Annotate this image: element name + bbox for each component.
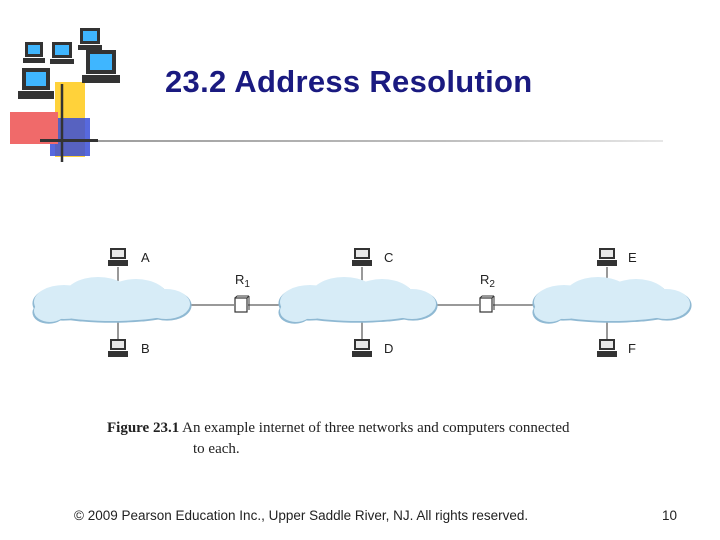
network-cloud bbox=[532, 277, 691, 324]
computer-icon bbox=[352, 248, 372, 266]
page-number: 10 bbox=[662, 508, 677, 523]
computer-label-a: A bbox=[141, 250, 150, 265]
router-label-letter: R bbox=[235, 272, 244, 287]
computer-icon bbox=[597, 339, 617, 357]
figure-caption: Figure 23.1 An example internet of three… bbox=[107, 418, 637, 460]
router-label-r1: R1 bbox=[235, 272, 250, 290]
computer-label-d: D bbox=[384, 341, 393, 356]
computer-icon bbox=[23, 42, 45, 63]
title-divider bbox=[98, 140, 663, 142]
computer-label-f: F bbox=[628, 341, 636, 356]
title-divider-accent bbox=[40, 139, 98, 142]
router-label-subscript: 2 bbox=[489, 279, 495, 290]
computer-icon bbox=[50, 42, 74, 64]
computer-label-e: E bbox=[628, 250, 637, 265]
caption-label: Figure 23.1 bbox=[107, 420, 179, 436]
computer-icon bbox=[352, 339, 372, 357]
caption-text-line1: An example internet of three networks an… bbox=[182, 420, 569, 436]
computer-icon bbox=[78, 28, 102, 50]
router-label-subscript: 1 bbox=[244, 279, 250, 290]
computer-icon bbox=[82, 50, 120, 83]
network-diagram: A B C D E F R1 R2 bbox=[30, 235, 695, 370]
router-icon bbox=[480, 296, 494, 312]
slide-title: 23.2 Address Resolution bbox=[165, 64, 533, 100]
router-label-letter: R bbox=[480, 272, 489, 287]
computer-icon bbox=[108, 339, 128, 357]
computer-label-b: B bbox=[141, 341, 150, 356]
copyright-footer: © 2009 Pearson Education Inc., Upper Sad… bbox=[74, 508, 528, 523]
computer-icon bbox=[597, 248, 617, 266]
computer-icon bbox=[18, 68, 54, 99]
router-label-r2: R2 bbox=[480, 272, 495, 290]
caption-text-line2: to each. bbox=[107, 439, 637, 460]
router-icon bbox=[235, 296, 249, 312]
computer-icon bbox=[108, 248, 128, 266]
computer-label-c: C bbox=[384, 250, 393, 265]
network-cloud bbox=[32, 277, 191, 324]
network-cloud bbox=[278, 277, 437, 324]
